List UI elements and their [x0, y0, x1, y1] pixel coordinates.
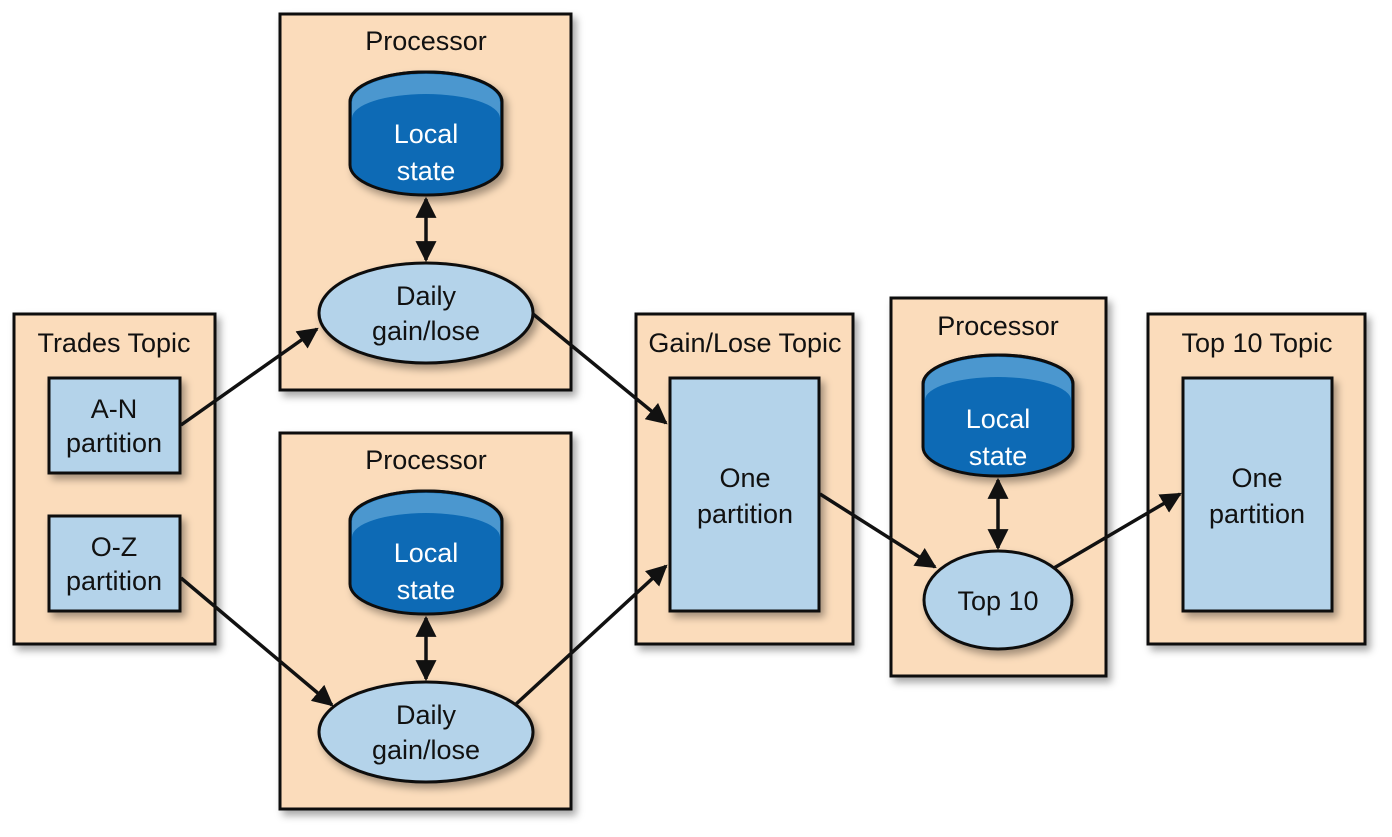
- edge-processor-2-to-gainlose: [513, 564, 668, 707]
- edges: [179, 196, 1182, 707]
- processor-1[interactable]: Processor Local state Daily gain/lose: [278, 12, 573, 392]
- processor-2-task-ellipse: [317, 680, 535, 784]
- partition-a-n-box: [47, 376, 182, 475]
- processor-3-task[interactable]: Top 10: [922, 549, 1074, 651]
- top10-partition-label-2: partition: [1209, 499, 1305, 529]
- partition-a-n-label-2: partition: [66, 428, 162, 458]
- partition-o-z-box: [47, 514, 182, 613]
- edge-gainlose-to-top10: [819, 492, 937, 569]
- partition-a-n[interactable]: A-N partition: [47, 376, 182, 475]
- top10-topic-title: Top 10 Topic: [1181, 328, 1332, 358]
- processor-1-local-state[interactable]: [348, 70, 504, 197]
- processor-2-state-label-2: state: [397, 575, 456, 605]
- gainlose-partition-label-2: partition: [697, 499, 793, 529]
- top10-partition[interactable]: One partition: [1181, 376, 1334, 613]
- processor-3[interactable]: Processor Local state Top 10: [889, 296, 1108, 678]
- processor-3-local-state[interactable]: [921, 353, 1075, 478]
- processor-1-task-ellipse: [317, 261, 535, 365]
- database-top-highlight: [925, 357, 1071, 400]
- partition-a-n-label-1: A-N: [91, 394, 138, 424]
- gainlose-partition-label-1: One: [719, 463, 770, 493]
- processor-3-state-label-1: Local: [966, 404, 1031, 434]
- processor-2-local-state[interactable]: [348, 489, 504, 616]
- processor-1-title: Processor: [365, 26, 487, 56]
- gainlose-partition[interactable]: One partition: [668, 376, 821, 613]
- edge-oz-to-processor-2: [179, 576, 334, 707]
- database-top-edge: [348, 489, 504, 522]
- database-top-edge: [348, 70, 504, 103]
- trades-topic[interactable]: Trades Topic A-N partition O-Z partition: [12, 312, 217, 646]
- top10-partition-label-1: One: [1231, 463, 1282, 493]
- partition-o-z-label-2: partition: [66, 566, 162, 596]
- partition-o-z[interactable]: O-Z partition: [47, 514, 182, 613]
- gainlose-topic-title: Gain/Lose Topic: [648, 328, 841, 358]
- processor-2-task[interactable]: Daily gain/lose: [317, 680, 535, 784]
- partition-o-z-label-1: O-Z: [91, 532, 138, 562]
- gainlose-partition-box: [668, 376, 821, 613]
- processor-2-state-label-1: Local: [394, 538, 459, 568]
- processor-3-task-label: Top 10: [957, 586, 1038, 616]
- processor-3-task-ellipse: [922, 549, 1074, 651]
- processor-1-task-label-1: Daily: [396, 281, 457, 311]
- processor-2-task-label-1: Daily: [396, 700, 457, 730]
- processor-1-task-label-2: gain/lose: [372, 316, 480, 346]
- processor-2-task-label-2: gain/lose: [372, 735, 480, 765]
- processor-1-state-label-1: Local: [394, 119, 459, 149]
- processor-2-title: Processor: [365, 445, 487, 475]
- database-top-highlight: [352, 493, 500, 537]
- edge-processor-1-to-gainlose: [531, 312, 668, 425]
- database-top-edge: [921, 353, 1075, 385]
- top10-topic[interactable]: Top 10 Topic One partition: [1146, 312, 1367, 646]
- database-top-highlight: [352, 74, 500, 118]
- edge-an-to-processor-1: [179, 327, 319, 427]
- processor-1-state-label-2: state: [397, 156, 456, 186]
- processor-3-title: Processor: [937, 311, 1059, 341]
- processor-3-state-label-2: state: [969, 441, 1028, 471]
- top10-partition-box: [1181, 376, 1334, 613]
- trades-topic-title: Trades Topic: [37, 328, 190, 358]
- processor-1-task[interactable]: Daily gain/lose: [317, 261, 535, 365]
- edge-top10-to-top10-topic: [1053, 492, 1182, 570]
- gainlose-topic[interactable]: Gain/Lose Topic One partition: [634, 312, 855, 646]
